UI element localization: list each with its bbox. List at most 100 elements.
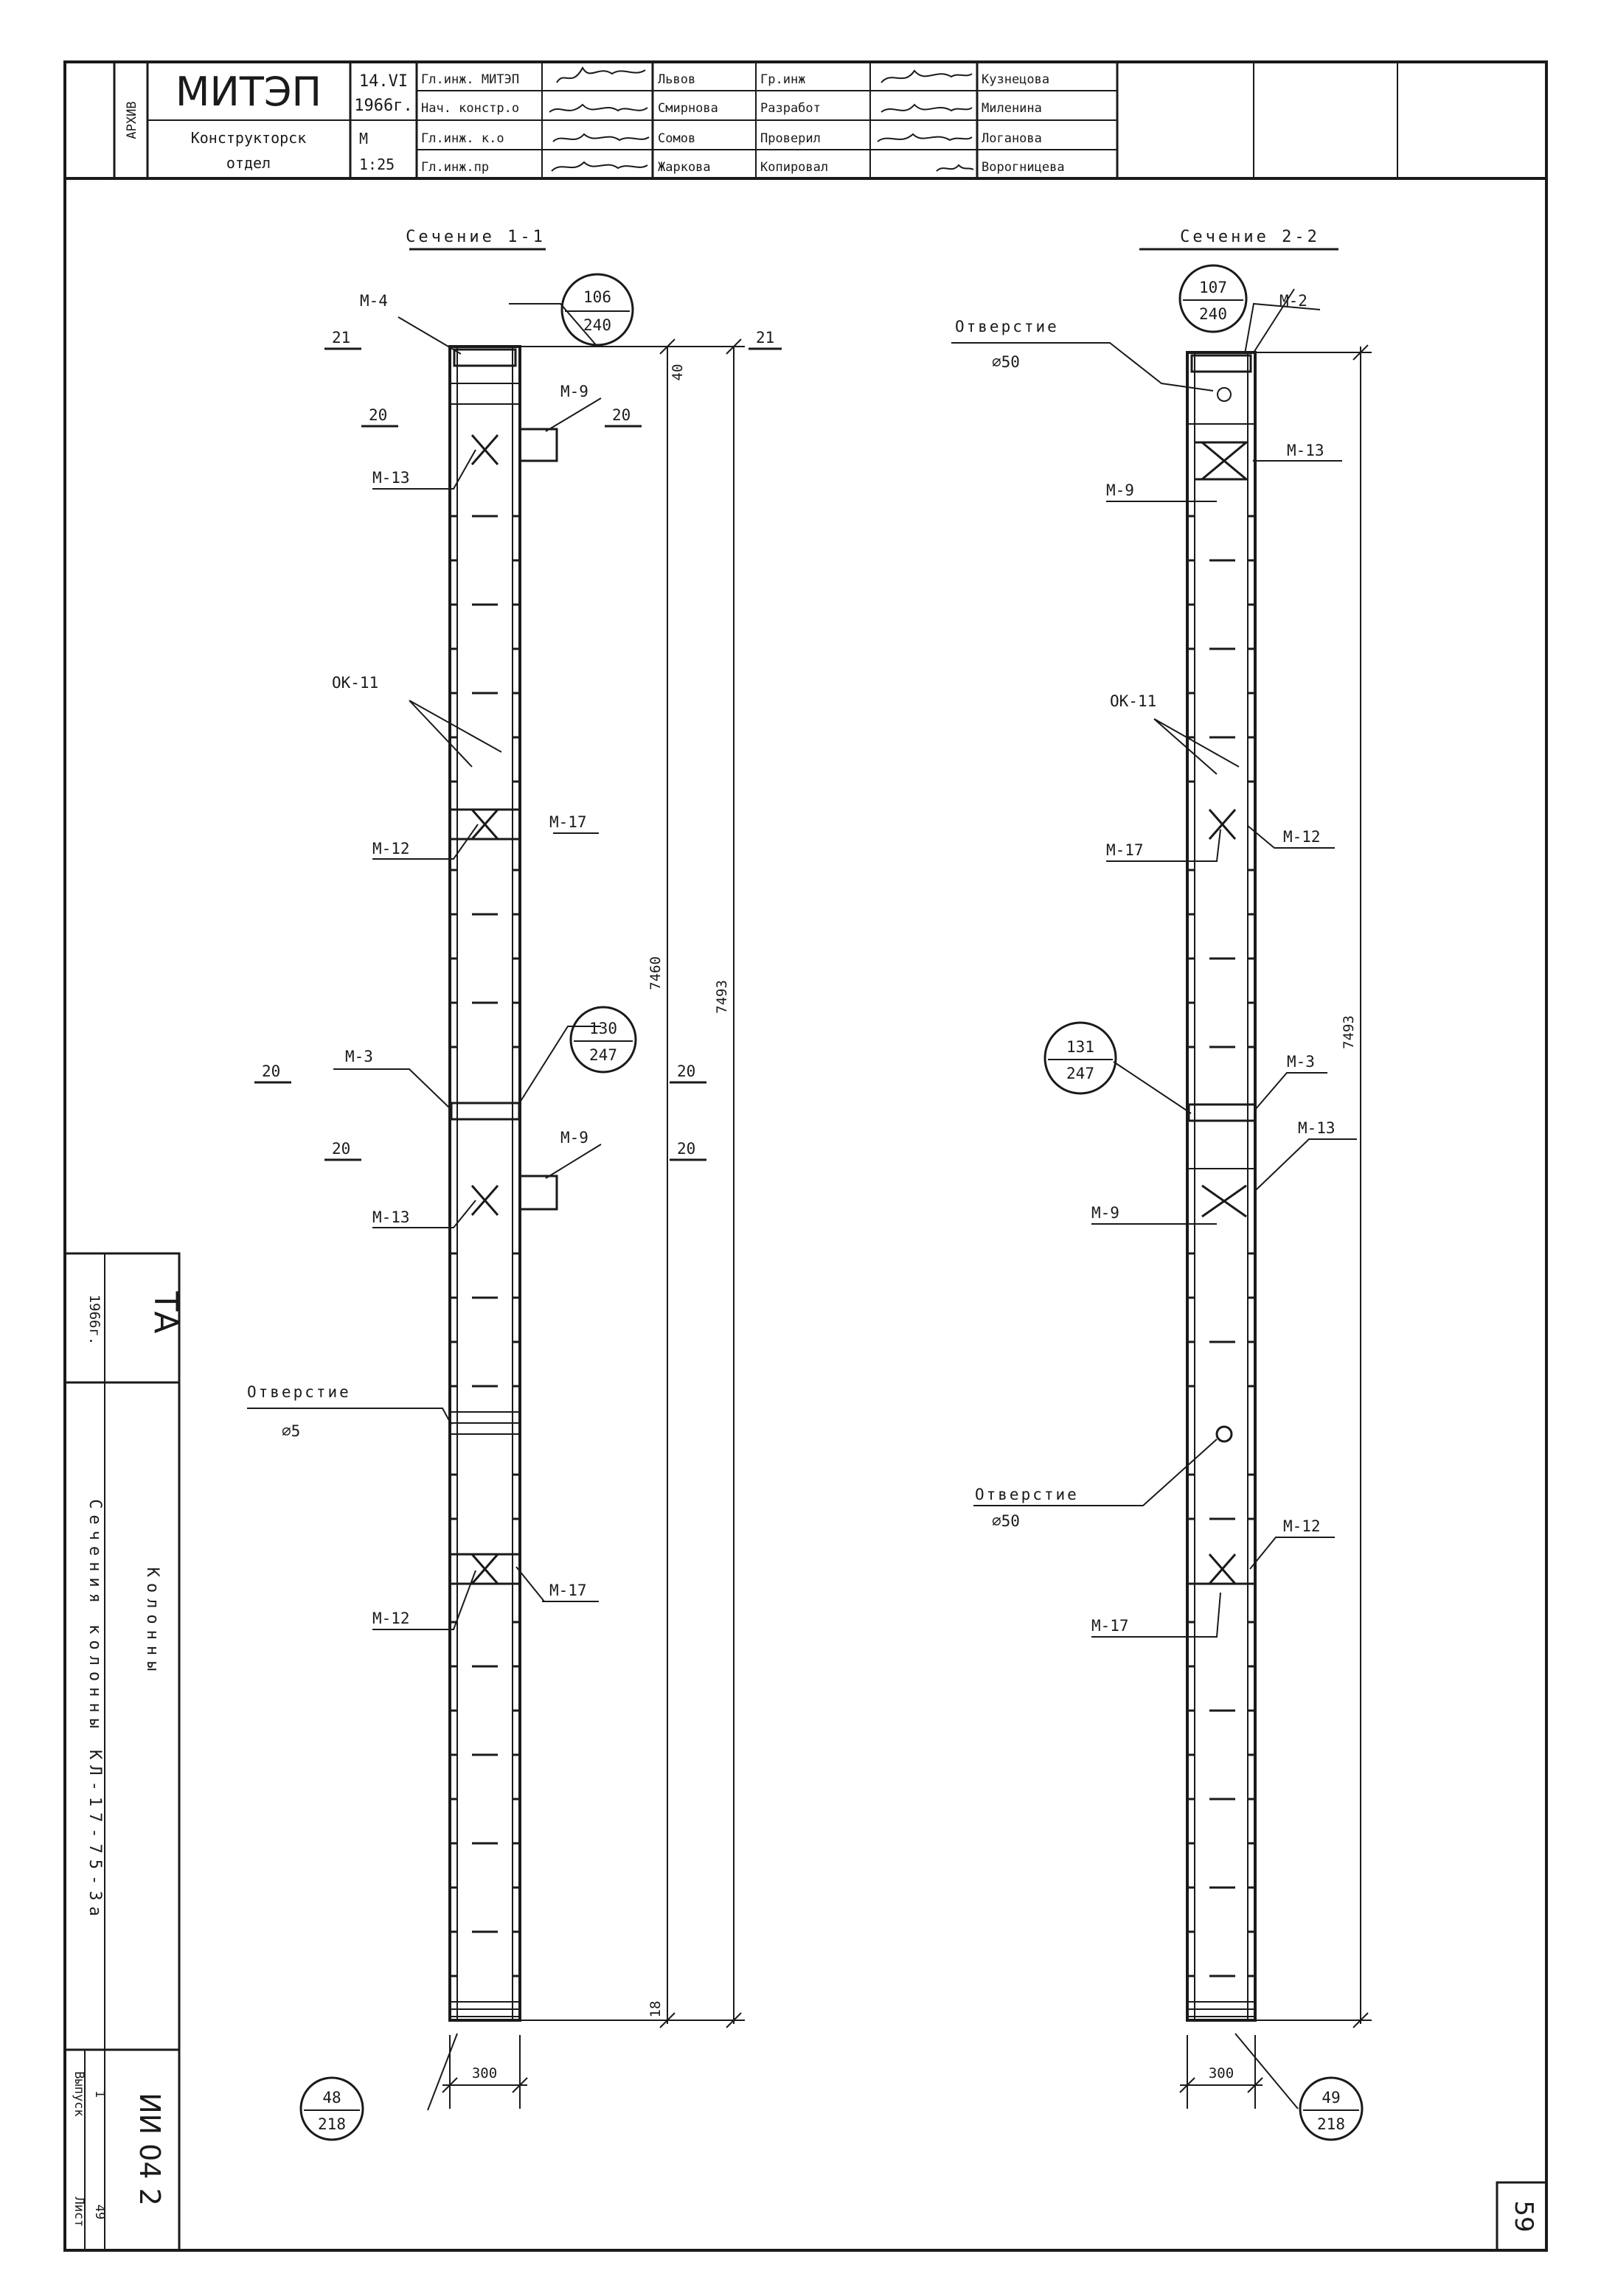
name-right-3: Логанова: [982, 131, 1042, 146]
label-m9-mid-right: М-9: [1091, 1204, 1119, 1222]
hole-marker-low: [1215, 1425, 1233, 1443]
level-20-a: 20: [369, 406, 387, 424]
sheet-frame: [63, 60, 1548, 2252]
page-number-box: 59: [1496, 2181, 1548, 2252]
callout-top-left-num: 106: [583, 288, 611, 306]
callout-mid-right-num: 131: [1066, 1038, 1094, 1056]
label-m17-mid-right: М-17: [1106, 841, 1144, 859]
role-right-3: Проверил: [760, 131, 821, 146]
label-m13-top: М-13: [372, 469, 410, 487]
dimensions-right: [1179, 344, 1372, 2109]
stamp-issue-value: 1: [92, 2090, 107, 2098]
callout-bot-right-num: 49: [1322, 2089, 1340, 2107]
level-21-right: 21: [756, 329, 774, 347]
role-left-1: Гл.инж. МИТЭП: [421, 72, 519, 87]
callout-bot-left-num: 48: [322, 2089, 341, 2107]
role-left-3: Гл.инж. к.о: [421, 131, 504, 146]
role-right-4: Копировал: [760, 160, 828, 175]
signatures: [549, 66, 974, 172]
dim-width-right: 300: [1209, 2065, 1234, 2081]
callout-mid-left: 130 247: [569, 1006, 637, 1074]
level-20-b: 20: [612, 406, 631, 424]
column-outline-right: [1186, 351, 1257, 2022]
hole-marker-top: [1217, 387, 1232, 402]
dimensions-left: [442, 338, 745, 2109]
dept-line-2: отдел: [226, 154, 271, 172]
stamp-sheet-label: Лист: [72, 2197, 86, 2227]
bottom-bars-right: [1189, 2001, 1254, 2017]
stamp-sheet-value: 49: [92, 2205, 107, 2219]
label-m13-mid-right: М-13: [1298, 1119, 1336, 1137]
label-ok11: ОК-11: [332, 674, 378, 692]
hole-band: [451, 1411, 518, 1435]
title-block: АРХИВ МИТЭП Конструкторск отдел 14.VI 19…: [113, 62, 1398, 178]
column-outline: [448, 345, 521, 2022]
plate-m2: [1190, 354, 1252, 373]
page-number: 59: [1509, 2200, 1538, 2232]
level-20-c: 20: [262, 1062, 280, 1080]
dim-width: 300: [472, 2065, 497, 2081]
section-2-2-heading: Сечение 2-2: [1180, 228, 1320, 246]
label-hole-title: Отверстие: [247, 1383, 351, 1401]
level-20-f: 20: [677, 1140, 695, 1158]
label-m12-low: М-12: [372, 1610, 410, 1627]
role-left-4: Гл.инж.пр: [421, 160, 489, 175]
name-right-2: Миленина: [982, 101, 1042, 116]
callout-mid-left-num: 130: [589, 1020, 617, 1037]
name-right-1: Кузнецова: [982, 72, 1049, 87]
callout-top-right-den: 240: [1199, 305, 1227, 323]
name-right-4: Ворогницева: [982, 160, 1065, 175]
bottom-bars: [451, 2001, 518, 2017]
name-left-2: Смирнова: [658, 101, 718, 116]
label-m9-top-right: М-9: [1106, 481, 1134, 499]
plate-m3: [450, 1102, 521, 1121]
stamp-org-mark: ТА: [147, 1291, 184, 1334]
callout-bot-left: 48 218: [299, 2076, 364, 2141]
callout-bot-right-den: 218: [1317, 2115, 1345, 2133]
cross-marks: [451, 434, 518, 1585]
level-21-left: 21: [332, 329, 350, 347]
plate-m3-right: [1187, 1103, 1257, 1122]
callout-mid-left-den: 247: [589, 1046, 617, 1064]
label-hole-low-dia: ⌀50: [992, 1512, 1020, 1530]
label-m3: М-3: [345, 1048, 373, 1065]
level-marks-left: 21 21 20 20 20 20 20 20: [254, 329, 782, 1161]
callout-top-right: 107 240: [1178, 264, 1248, 333]
callout-bot-right: 49 218: [1299, 2076, 1364, 2141]
rebar-ticks-right: [1187, 515, 1255, 1977]
issue-date-1: 14.VI: [359, 72, 408, 91]
label-hole-top-dia: ⌀50: [992, 353, 1020, 371]
cross-marks-right: [1189, 441, 1254, 1585]
leaders-left: [247, 303, 602, 2111]
dim-bottom-small: 18: [647, 2001, 664, 2018]
label-m9-top: М-9: [560, 383, 588, 400]
stamp-title-vertical: Сечения колонны КЛ-17-75-3а: [86, 1499, 104, 1922]
label-m4: М-4: [360, 292, 388, 310]
role-right-2: Разработ: [760, 101, 821, 116]
label-m17-low: М-17: [549, 1582, 587, 1599]
name-left-1: Львов: [658, 72, 695, 87]
scale-label: М: [359, 130, 368, 147]
level-20-d: 20: [677, 1062, 695, 1080]
section-1-1-heading: Сечение 1-1: [406, 228, 546, 246]
bracket-top: [518, 428, 558, 462]
section-2-2: Сечение 2-2: [951, 228, 1372, 2141]
label-m17-low-right: М-17: [1091, 1617, 1129, 1635]
label-m12-mid: М-12: [372, 840, 410, 857]
dept-line-1: Конструкторск: [191, 129, 307, 147]
dim-outer: 7493: [714, 980, 730, 1014]
label-hole-top-title: Отверстие: [955, 318, 1059, 335]
label-m17-mid: М-17: [549, 813, 587, 831]
label-m2: М-2: [1279, 292, 1307, 310]
stamp-subtitle-vertical: Колонны: [143, 1568, 162, 1677]
label-hole-low-title: Отверстие: [975, 1486, 1079, 1503]
label-m12-low-right: М-12: [1283, 1517, 1321, 1535]
label-m12-mid-right: М-12: [1283, 828, 1321, 846]
label-m13-mid: М-13: [372, 1208, 410, 1226]
name-left-3: Сомов: [658, 131, 695, 146]
label-hole-dia: ⌀5: [282, 1422, 300, 1440]
role-left-2: Нач. констр.о: [421, 101, 519, 116]
side-stamp: ТА 1966г. Сечения колонны КЛ-17-75-3а Ко…: [63, 1252, 184, 2252]
scale-value: 1:25: [359, 156, 395, 173]
